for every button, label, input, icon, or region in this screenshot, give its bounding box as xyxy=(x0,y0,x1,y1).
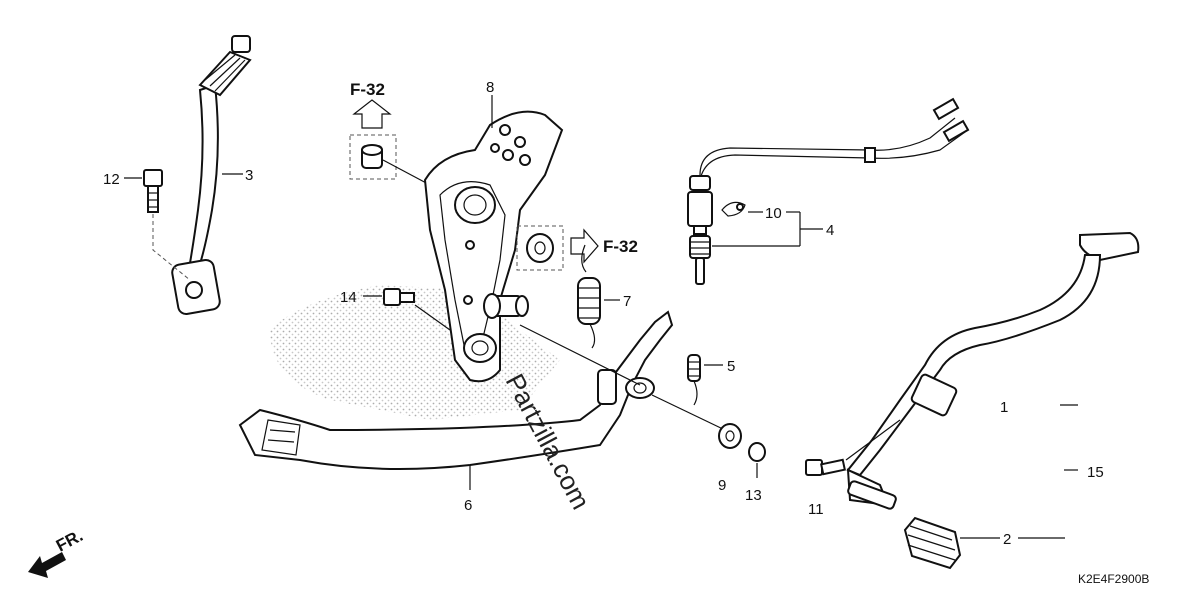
callout-14: 14 xyxy=(340,289,357,306)
reference-arrow-right-icon xyxy=(570,228,599,264)
callout-2: 2 xyxy=(1003,531,1011,548)
part-5-spring[interactable] xyxy=(687,354,701,406)
part-3-pedal-arm[interactable] xyxy=(171,35,252,315)
part-11-bolt[interactable] xyxy=(805,458,846,476)
callout-8: 8 xyxy=(486,79,494,96)
part-4-brake-switch[interactable] xyxy=(687,97,970,285)
callout-13: 13 xyxy=(745,487,762,504)
reference-arrow-up-icon xyxy=(352,99,392,129)
front-direction-label: FR. xyxy=(53,526,86,556)
callout-6: 6 xyxy=(464,497,472,514)
part-13-clip[interactable] xyxy=(748,442,766,462)
callout-5: 5 xyxy=(727,358,735,375)
reference-box-top xyxy=(349,134,397,180)
callout-10: 10 xyxy=(765,205,782,222)
part-14-bolt[interactable] xyxy=(383,288,415,306)
callout-3: 3 xyxy=(245,167,253,184)
callout-4: 4 xyxy=(826,222,834,239)
grommet xyxy=(361,144,383,169)
part-12-bolt[interactable] xyxy=(143,169,163,213)
part-10-clip[interactable] xyxy=(721,201,746,217)
part-6-brake-pedal[interactable] xyxy=(238,310,674,470)
diagram-code: K2E4F2900B xyxy=(1078,572,1149,586)
part-7-spring[interactable] xyxy=(577,244,601,349)
callout-15: 15 xyxy=(1087,464,1104,481)
reference-box-right xyxy=(516,225,564,271)
reference-f32-top: F-32 xyxy=(350,80,385,99)
front-direction-arrow-icon xyxy=(28,552,66,578)
washer-ref xyxy=(526,233,554,263)
part-9-washer[interactable] xyxy=(718,423,742,449)
part-3-rubber-grip xyxy=(198,50,252,97)
callout-9: 9 xyxy=(718,477,726,494)
part-8-footrest-bracket[interactable] xyxy=(423,110,564,383)
part-1-lever[interactable] xyxy=(846,231,1140,510)
part-2-pedal-rubber[interactable] xyxy=(903,516,962,570)
reference-f32-right: F-32 xyxy=(603,237,638,256)
callout-12: 12 xyxy=(103,171,120,188)
callout-1: 1 xyxy=(1000,399,1008,416)
callout-11: 11 xyxy=(808,501,824,518)
callout-7: 7 xyxy=(623,293,631,310)
